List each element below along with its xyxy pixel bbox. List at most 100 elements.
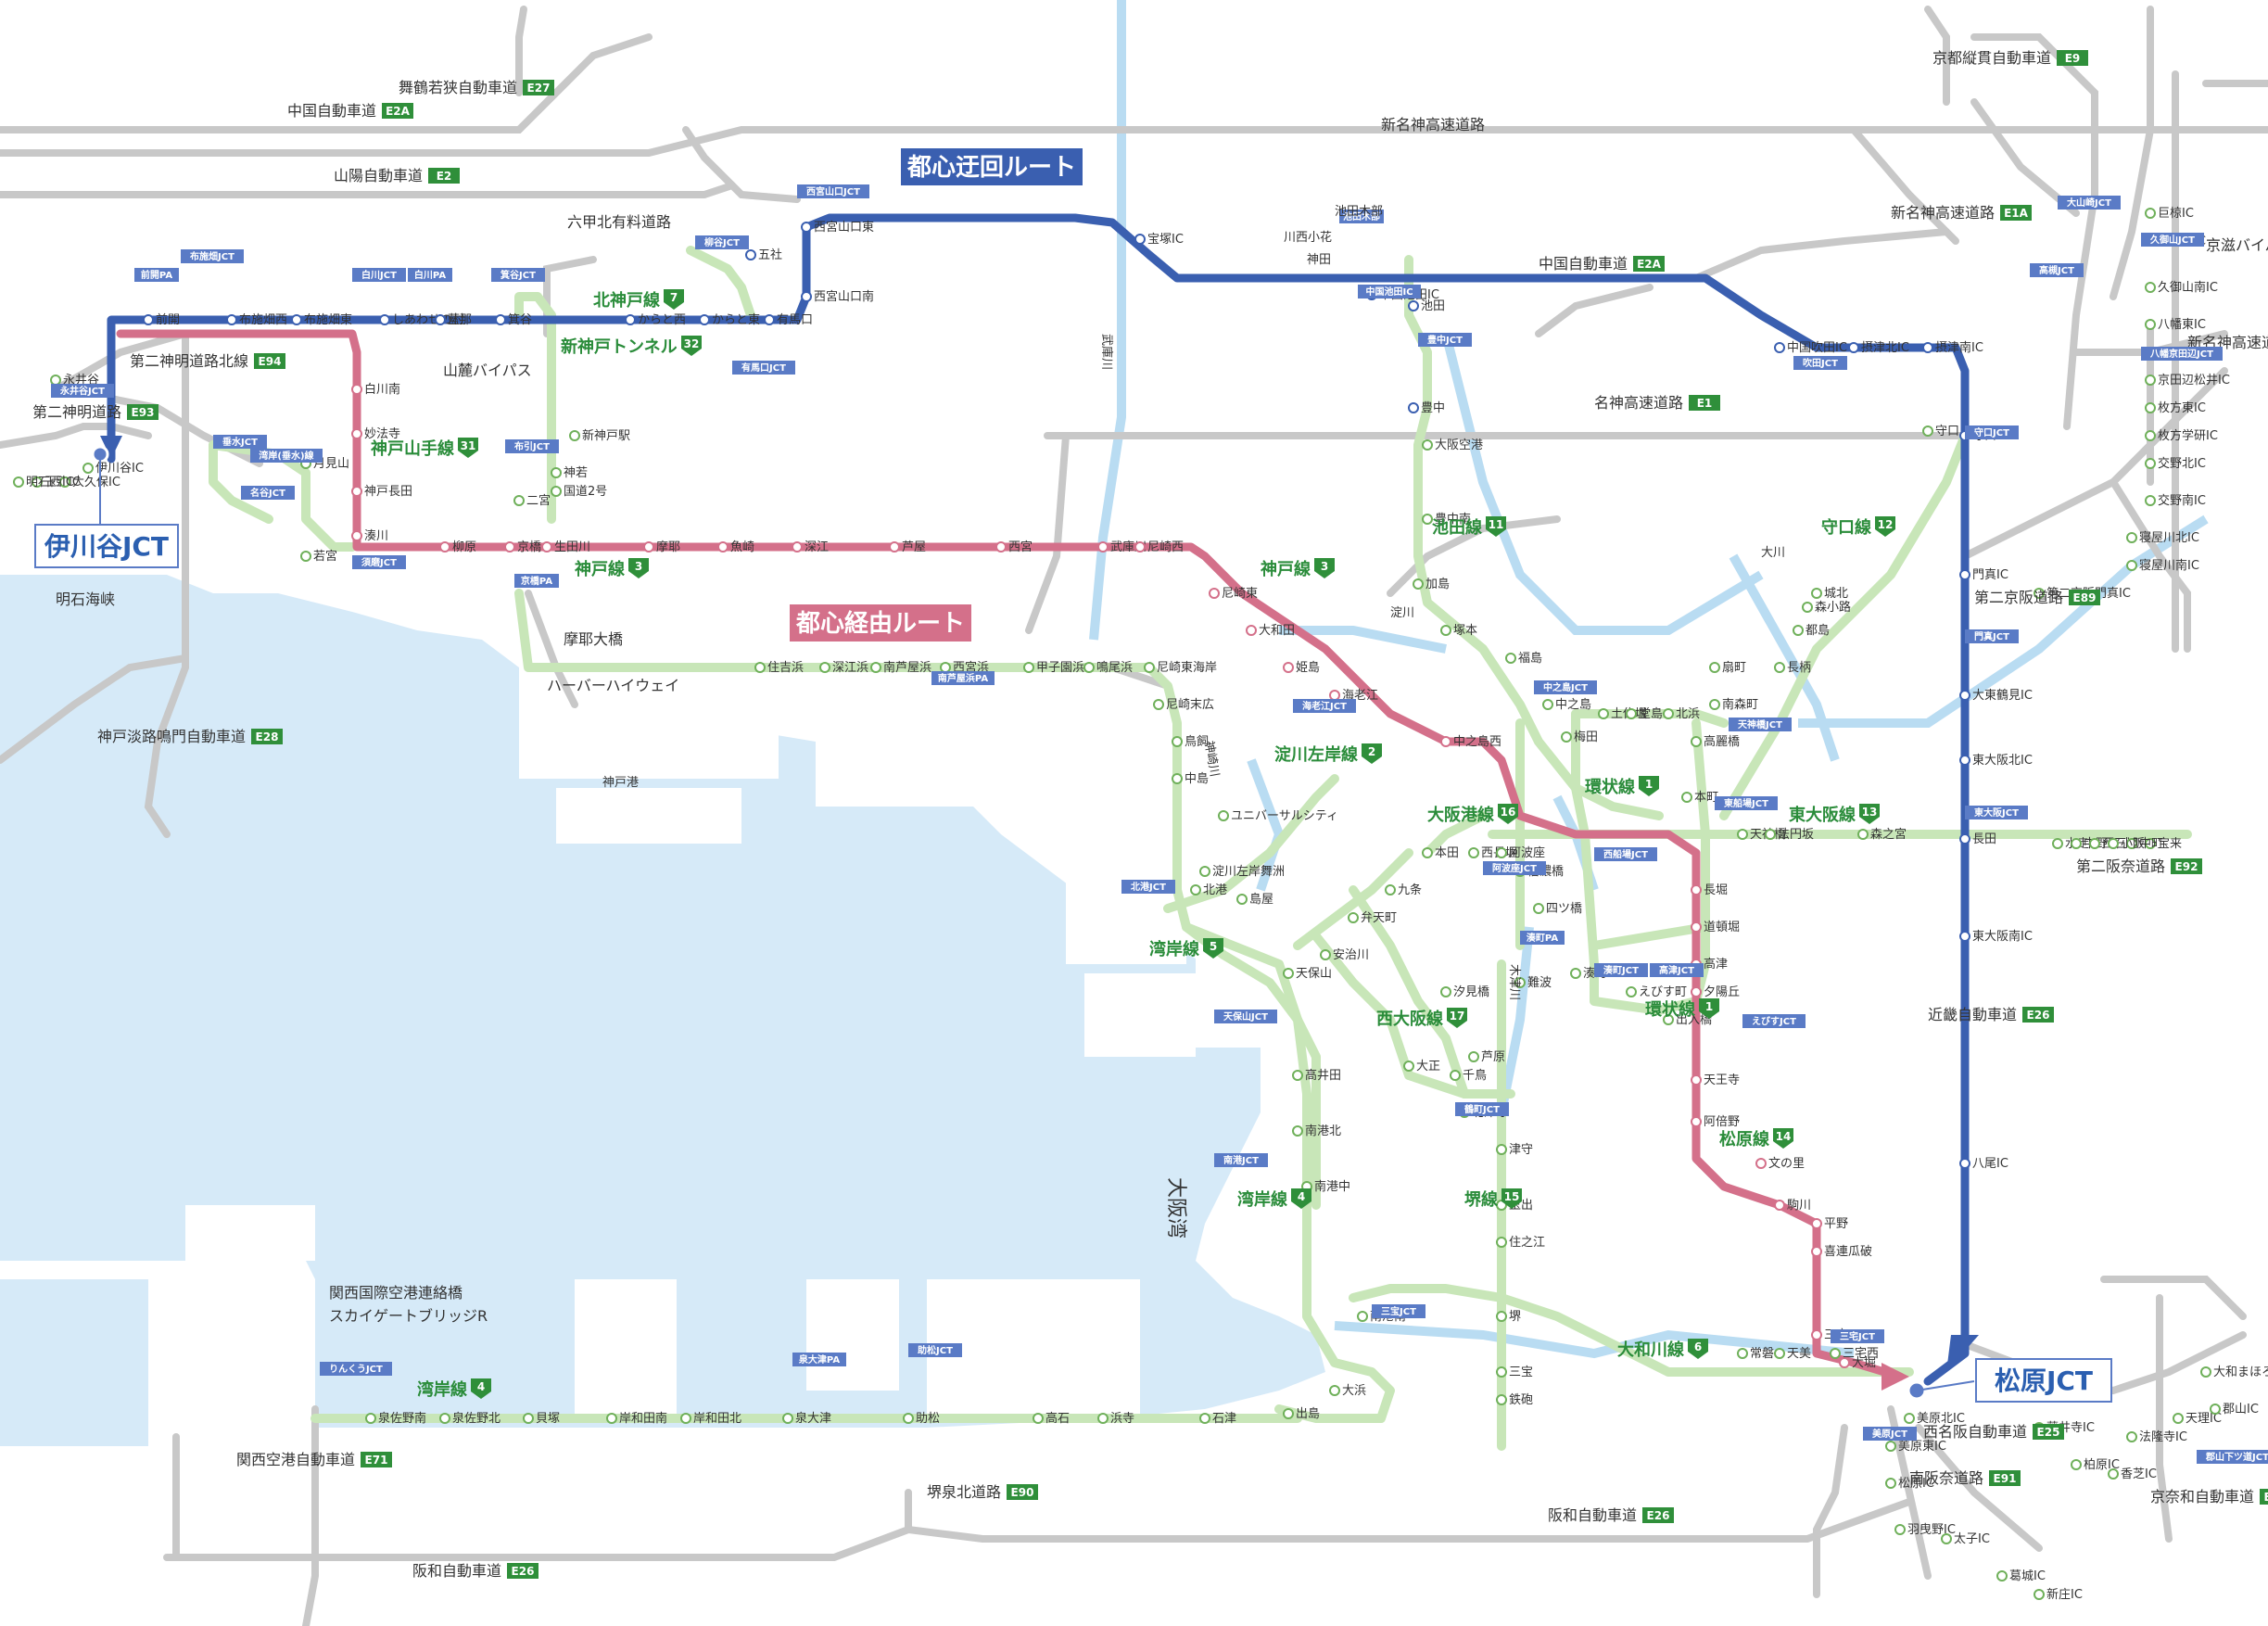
jct-label-47[interactable]: 池田木部 — [1339, 210, 1384, 223]
stop-green-19[interactable]: 弁天町 — [1348, 911, 1397, 925]
jct-label-23[interactable]: 天保山JCT — [1214, 1010, 1277, 1023]
stop-green-34[interactable]: 豊中南 — [1422, 512, 1471, 527]
stop-green-99[interactable]: 京田辺松井IC — [2145, 374, 2230, 387]
stop-pink-26[interactable]: 駒川 — [1774, 1199, 1811, 1213]
stop-green-67[interactable]: 泉佐野北 — [439, 1411, 500, 1426]
stop-blue-1[interactable]: 布施畑西 — [226, 313, 287, 327]
jct-label-37[interactable]: 高槻JCT — [2030, 263, 2084, 277]
stop-green-49[interactable]: 法円坂 — [1765, 828, 1814, 842]
stop-green-81[interactable]: 美原北IC — [1904, 1412, 1965, 1426]
jct-label-40[interactable]: 郡山下ツ道JCT — [2197, 1450, 2268, 1464]
stop-green-33[interactable]: 加島 — [1413, 578, 1450, 591]
stop-green-25[interactable]: 四ツ橋 — [1533, 902, 1582, 916]
stop-pink-15[interactable]: 大和田 — [1246, 624, 1295, 638]
stop-pink-6[interactable]: 生田川 — [541, 540, 590, 554]
stop-green-57[interactable]: 堺 — [1496, 1310, 1521, 1324]
jct-label-19[interactable]: 東船場JCT — [1715, 796, 1778, 810]
stop-pink-28[interactable]: 喜連瓜破 — [1811, 1245, 1872, 1259]
stop-green-42[interactable]: 森小路 — [1802, 600, 1851, 615]
stop-green-23[interactable]: 阿波座 — [1496, 846, 1545, 860]
stop-green-95[interactable]: 巨椋IC — [2145, 207, 2194, 221]
stop-pink-8[interactable]: 魚崎 — [717, 540, 754, 554]
stop-green-73[interactable]: 高石 — [1033, 1411, 1070, 1426]
stop-green-78[interactable]: 常磐 — [1737, 1347, 1774, 1361]
jct-label-36[interactable]: 大山崎JCT — [2058, 196, 2121, 210]
stop-blue-25[interactable]: 八尾IC — [1959, 1157, 2008, 1171]
stop-green-72[interactable]: 助松 — [903, 1412, 940, 1426]
stop-pink-4[interactable]: 柳原 — [439, 540, 476, 554]
stop-green-61[interactable]: 芦原 — [1468, 1050, 1505, 1064]
stop-green-5[interactable]: 南芦屋浜 — [870, 660, 931, 675]
stop-green-100[interactable]: 枚方東IC — [2145, 400, 2206, 415]
stop-pink-27[interactable]: 平野 — [1811, 1217, 1848, 1231]
jct-label-22[interactable]: 北港JCT — [1121, 880, 1175, 894]
stop-green-16[interactable]: 北港 — [1190, 883, 1227, 897]
jct-label-29[interactable]: 鶴町JCT — [1455, 1102, 1509, 1116]
jct-label-24[interactable]: 南港JCT — [1214, 1153, 1268, 1167]
jct-label-30[interactable]: 三宝JCT — [1372, 1304, 1425, 1318]
jct-label-3[interactable]: 白川JCT — [352, 268, 406, 282]
stop-green-2[interactable]: 若宮 — [300, 549, 337, 564]
stop-pink-3[interactable]: 湊川 — [351, 529, 388, 543]
stop-green-112[interactable]: 神若 — [551, 465, 588, 480]
stop-blue-16[interactable]: 中国吹田IC — [1774, 341, 1847, 355]
stop-pink-2[interactable]: 神戸長田 — [351, 485, 412, 499]
jct-label-21[interactable]: 阿波座JCT — [1483, 861, 1546, 875]
stop-pink-9[interactable]: 深江 — [792, 540, 829, 554]
jct-label-31[interactable]: 三宅JCT — [1831, 1329, 1884, 1343]
stop-green-31[interactable]: 福島 — [1505, 652, 1542, 666]
jct-label-4[interactable]: 白川PA — [408, 268, 452, 282]
center-route-banner[interactable]: 都心経由ルート — [790, 604, 971, 642]
stop-blue-23[interactable]: 長田 — [1959, 832, 1996, 846]
jct-label-14[interactable]: 京橋PA — [514, 574, 559, 588]
stop-blue-9[interactable]: 五社 — [745, 248, 782, 262]
matsubara-jct-callout[interactable]: 松原JCT — [1916, 1358, 2112, 1403]
stop-green-14[interactable]: 淀川左岸舞洲 — [1199, 865, 1285, 879]
stop-green-87[interactable]: 新庄IC — [2034, 1587, 2083, 1602]
stop-pink-14[interactable]: 尼崎東 — [1209, 586, 1258, 601]
stop-green-52[interactable]: 南港北 — [1292, 1124, 1341, 1138]
stop-blue-0[interactable]: 前開 — [143, 312, 180, 327]
stop-pink-20[interactable]: 道頓堀 — [1691, 921, 1740, 934]
stop-green-90[interactable]: 香芝IC — [2108, 1467, 2157, 1481]
stop-blue-24[interactable]: 東大阪南IC — [1959, 929, 2033, 944]
stop-green-20[interactable]: 九条 — [1385, 883, 1422, 897]
stop-green-70[interactable]: 岸和田北 — [680, 1412, 741, 1426]
stop-pink-19[interactable]: 長堀 — [1691, 883, 1728, 897]
stop-green-107[interactable]: 守口 — [1922, 425, 1959, 438]
stop-blue-2[interactable]: 布施畑東 — [291, 312, 352, 327]
stop-green-41[interactable]: 高麗橋 — [1691, 734, 1740, 749]
stop-pink-10[interactable]: 芦屋 — [889, 540, 926, 554]
stop-green-13[interactable]: ユニバーサルシティ — [1218, 809, 1338, 823]
jct-label-28[interactable]: えびすJCT — [1742, 1014, 1806, 1028]
stop-blue-4[interactable]: 藍那 — [435, 313, 472, 327]
stop-green-113[interactable]: 国道2号 — [551, 485, 607, 499]
stop-pink-30[interactable]: 大堀 — [1839, 1356, 1876, 1370]
stop-green-114[interactable]: 二宮 — [513, 493, 551, 508]
stop-green-9[interactable]: 尼崎東海岸 — [1144, 660, 1217, 675]
stop-green-111[interactable]: 伊川谷IC — [82, 462, 144, 476]
stop-blue-6[interactable]: からと西 — [625, 313, 686, 327]
stop-blue-11[interactable]: 西宮山口南 — [801, 289, 874, 304]
stop-pink-13[interactable]: 尼崎西 — [1134, 540, 1184, 554]
stop-pink-22[interactable]: 夕陽丘 — [1691, 985, 1740, 999]
stop-green-28[interactable]: えびす町 — [1626, 985, 1687, 999]
stop-green-62[interactable]: 汐見橋 — [1440, 984, 1489, 999]
stop-green-39[interactable]: 北浜 — [1663, 707, 1700, 721]
stop-green-18[interactable]: 安治川 — [1320, 948, 1369, 962]
jct-label-34[interactable]: 門真JCT — [1965, 629, 2019, 643]
stop-green-84[interactable]: 羽曳野IC — [1894, 1523, 1956, 1537]
stop-green-79[interactable]: 天美 — [1774, 1347, 1811, 1361]
detour-route-banner[interactable]: 都心迂回ルート — [901, 148, 1083, 185]
stop-green-45[interactable]: 長柄 — [1774, 661, 1811, 675]
stop-green-21[interactable]: 本田 — [1422, 846, 1459, 860]
